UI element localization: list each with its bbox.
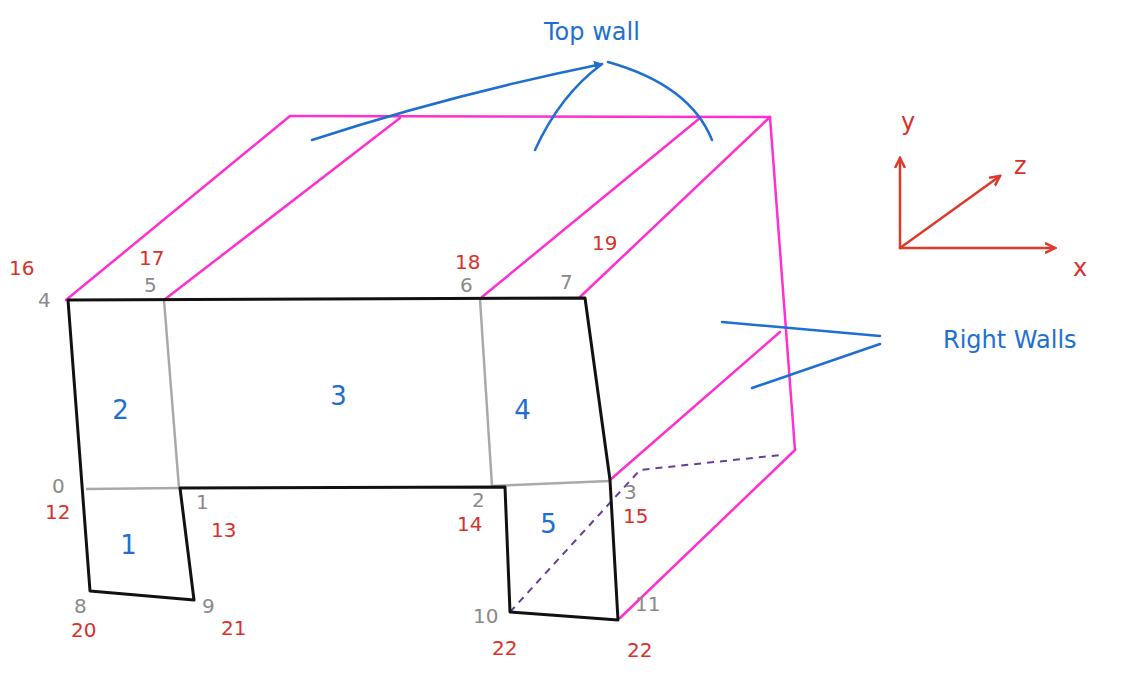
hidden-edge <box>510 455 780 612</box>
block-number: 2 <box>112 395 129 425</box>
vertex-number: 16 <box>9 258 34 278</box>
vertex-number: 20 <box>71 620 96 640</box>
block-region: 5 <box>532 504 565 544</box>
block-number: 5 <box>540 509 557 539</box>
vertex-number: 19 <box>592 233 617 253</box>
vertex-number: 22 <box>492 638 517 658</box>
block-number: 4 <box>514 395 531 425</box>
vertex-number: 4 <box>38 290 51 310</box>
vertex-number: 12 <box>45 502 70 522</box>
vertex-number: 1 <box>196 492 209 512</box>
axes <box>900 158 1055 248</box>
wall-edges <box>66 116 795 618</box>
vertex-number: 9 <box>202 596 215 616</box>
block-region: 3 <box>322 376 355 416</box>
vertex-number: 6 <box>460 275 473 295</box>
vertex-number: 17 <box>139 248 164 268</box>
block-region: 4 <box>506 390 539 430</box>
block-region: 2 <box>104 390 137 430</box>
axis-label: y <box>901 110 915 134</box>
block-number: 1 <box>120 530 137 560</box>
pointer-arrows <box>312 62 880 388</box>
axis-label: x <box>1073 256 1087 280</box>
vertex-number: 0 <box>52 476 65 496</box>
block-divisions <box>86 299 610 489</box>
vertex-number: 18 <box>455 252 480 272</box>
vertex-number: 8 <box>74 596 87 616</box>
axis-label: z <box>1014 154 1027 178</box>
vertex-number: 2 <box>472 490 485 510</box>
vertex-number: 5 <box>144 275 157 295</box>
vertex-number: 15 <box>623 506 648 526</box>
front-outline <box>68 298 618 620</box>
block-region: 1 <box>112 525 145 565</box>
vertex-number: 7 <box>560 272 573 292</box>
vertex-number: 14 <box>457 514 482 534</box>
block-number: 3 <box>330 381 347 411</box>
vertex-number: 11 <box>635 594 660 614</box>
vertex-number: 3 <box>624 482 637 502</box>
wall-label: Right Walls <box>943 328 1077 352</box>
wall-label: Top wall <box>544 20 640 44</box>
vertex-number: 13 <box>211 520 236 540</box>
vertex-number: 21 <box>221 618 246 638</box>
vertex-number: 22 <box>627 640 652 660</box>
vertex-number: 10 <box>473 606 498 626</box>
